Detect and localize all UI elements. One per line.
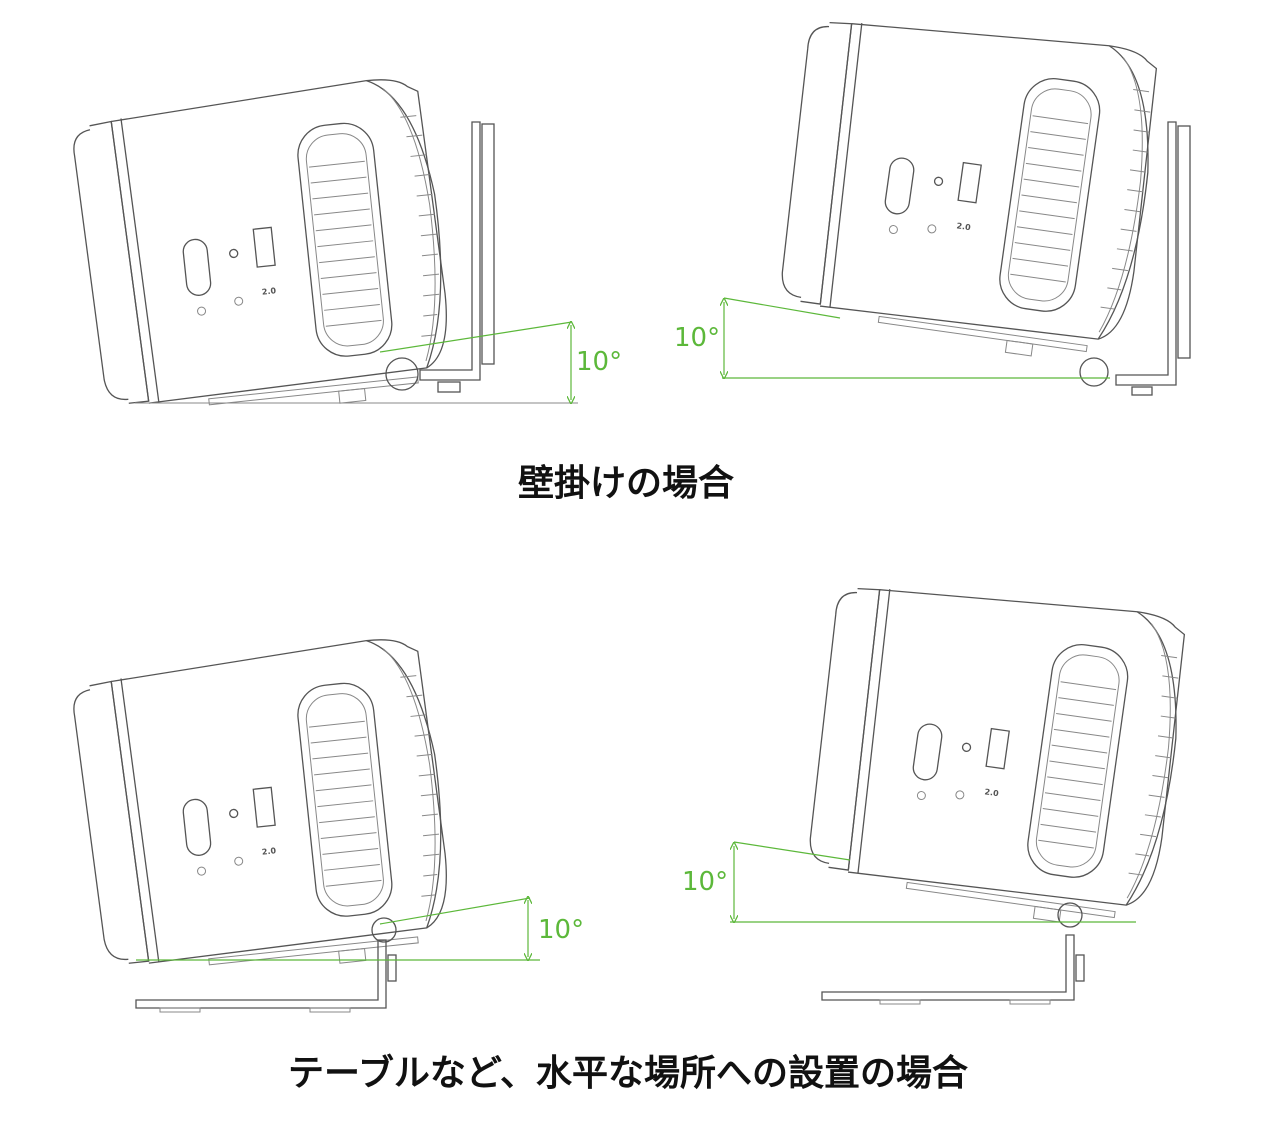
table-mount-tilt-up: 2.0 10°: [69, 634, 584, 1013]
table-mount-tilt-down: 2.0 10°: [682, 569, 1194, 1005]
projector-drawing: [768, 3, 1166, 370]
wall-bracket: [385, 121, 495, 393]
wall-mount-tilt-up: 2.0 10°: [69, 74, 622, 429]
table-bracket: [821, 902, 1085, 1005]
projector-drawing: [69, 634, 457, 989]
tilt-line: [733, 841, 851, 861]
usb-label: 2.0: [261, 846, 276, 856]
angle-label: 10°: [674, 323, 720, 353]
wall-mount-tilt-down: 2.0 10°: [674, 3, 1191, 396]
tilt-line: [379, 321, 573, 353]
table-bracket: [135, 917, 397, 1013]
angle-label: 10°: [538, 915, 584, 945]
wall-bracket: [1079, 121, 1191, 396]
usb-label: 2.0: [984, 787, 1000, 798]
usb-label: 2.0: [956, 221, 972, 232]
angle-label: 10°: [576, 347, 622, 377]
caption-table-mount: テーブルなど、水平な場所への設置の場合: [288, 1053, 969, 1094]
tilt-line: [379, 897, 531, 925]
angle-label: 10°: [682, 867, 728, 897]
usb-label: 2.0: [261, 286, 276, 296]
projector-drawing: [69, 74, 457, 429]
tilt-line: [723, 297, 841, 319]
projector-drawing: [796, 569, 1194, 936]
caption-wall-mount: 壁掛けの場合: [518, 463, 735, 504]
